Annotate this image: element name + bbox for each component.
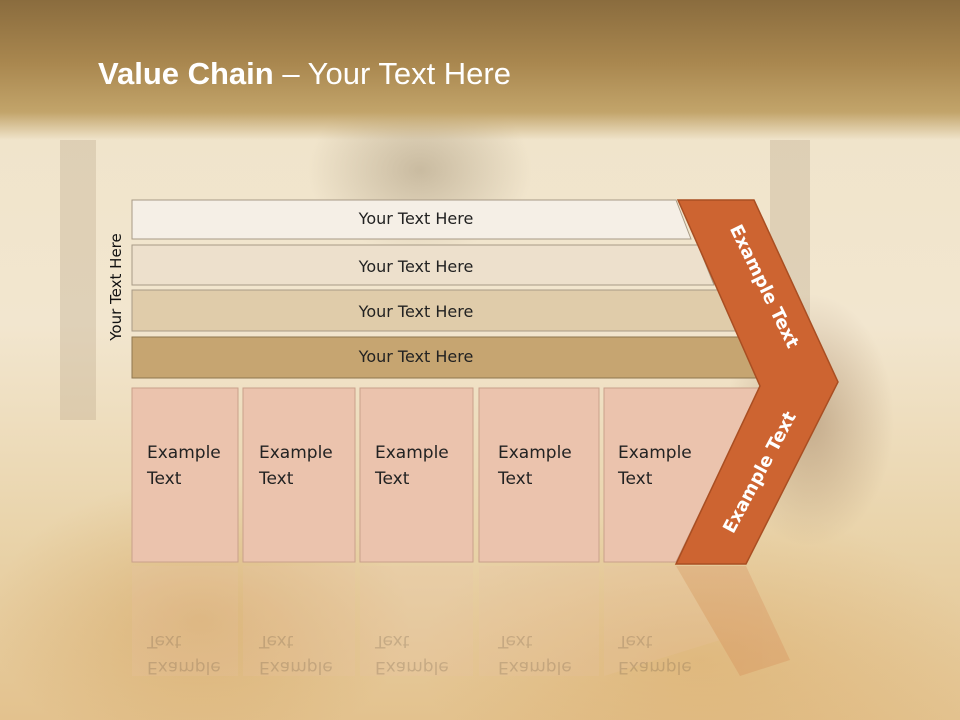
chevron-arrow [674, 199, 839, 565]
row-1-label: Your Text Here [358, 209, 474, 228]
title-rest: – Your Text Here [273, 56, 511, 91]
row-3-label: Your Text Here [358, 302, 474, 321]
header-band [0, 0, 960, 140]
title-bold: Value Chain [98, 56, 274, 91]
box-4 [478, 387, 600, 563]
row-4-label: Your Text Here [358, 347, 474, 366]
row-2-label: Your Text Here [358, 257, 474, 276]
row-1-bar [131, 199, 692, 240]
tree-trunk [60, 140, 96, 420]
box-3 [359, 387, 474, 563]
slide-title: Value Chain – Your Text Here [98, 56, 511, 92]
box-5 [603, 387, 761, 563]
box-1 [131, 387, 239, 563]
box-2 [242, 387, 356, 563]
reflection [132, 566, 790, 676]
row-2-bar [131, 244, 715, 286]
